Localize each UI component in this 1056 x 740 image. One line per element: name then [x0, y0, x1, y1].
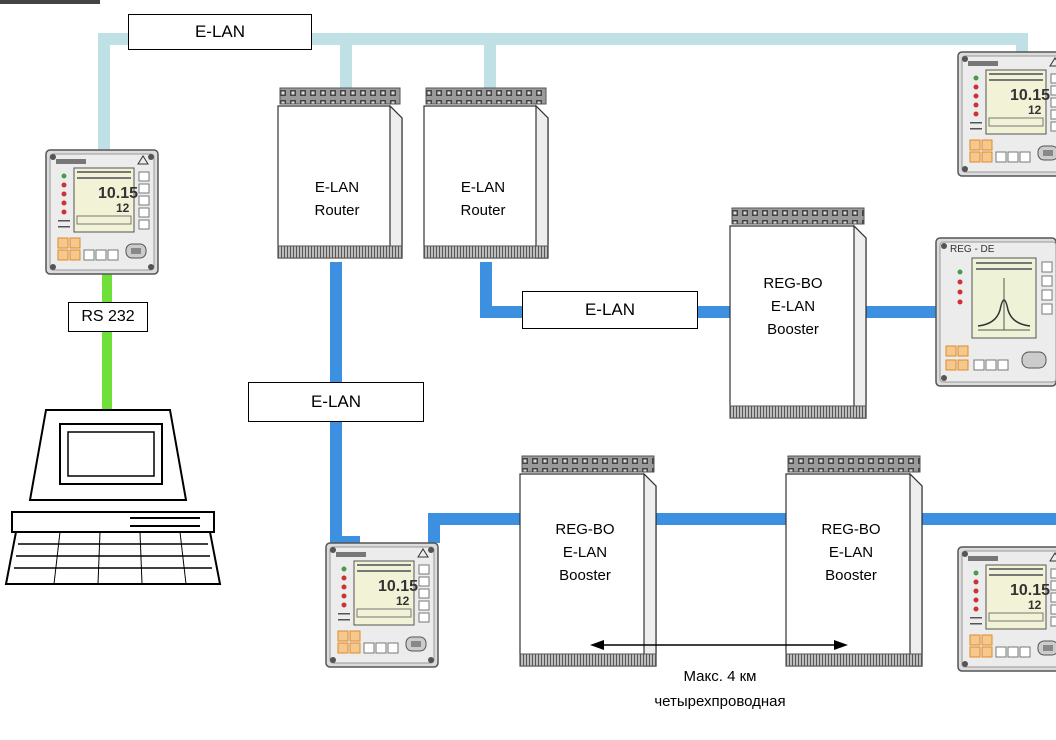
router-module: [423, 87, 549, 259]
router-module: [277, 87, 403, 259]
reg-d-device: [957, 51, 1056, 177]
distance-arrow: [590, 640, 848, 650]
booster-3-line3: Booster: [825, 567, 877, 584]
booster-3-text: REG-BO E-LAN Booster: [792, 518, 910, 587]
reg-d-device: [325, 542, 439, 668]
reg-d-device: [45, 149, 159, 275]
svg-text:REG - DE: REG - DE: [950, 244, 995, 255]
router-2-line1: E-LAN: [460, 179, 506, 196]
elan-label-left: E-LAN: [248, 382, 424, 422]
booster-2-text: REG-BO E-LAN Booster: [526, 518, 644, 587]
router-2-text: E-LAN Router: [428, 176, 538, 222]
elan-main-bus: [330, 262, 1056, 548]
booster-1-line2: E-LAN: [770, 298, 816, 315]
elan-label-top: E-LAN: [128, 14, 312, 50]
clipped-title-remnant: [0, 0, 100, 4]
router-2-line2: Router: [460, 202, 506, 219]
distance-note-line2: четырехпроводная: [654, 693, 786, 710]
booster-1-line1: REG-BO: [763, 275, 823, 292]
booster-2-line1: REG-BO: [555, 521, 615, 538]
router-1-line1: E-LAN: [314, 179, 360, 196]
booster-2-line3: Booster: [559, 567, 611, 584]
reg-d-device: [957, 546, 1056, 672]
router-1-line2: Router: [314, 202, 360, 219]
reg-de-device: REG - DE: [935, 237, 1056, 387]
elan-top-bus: [98, 33, 1028, 153]
booster-1-text: REG-BO E-LAN Booster: [734, 272, 852, 341]
distance-note-line1: Макс. 4 км: [683, 668, 757, 685]
rs232-label: RS 232: [68, 302, 148, 332]
booster-3-line1: REG-BO: [821, 521, 881, 538]
rs232-line: [102, 274, 112, 410]
router-1-text: E-LAN Router: [282, 176, 392, 222]
pc-computer: [4, 409, 222, 585]
booster-3-line2: E-LAN: [828, 544, 874, 561]
booster-2-line2: E-LAN: [562, 544, 608, 561]
booster-1-line3: Booster: [767, 321, 819, 338]
elan-label-mid: E-LAN: [522, 291, 698, 329]
